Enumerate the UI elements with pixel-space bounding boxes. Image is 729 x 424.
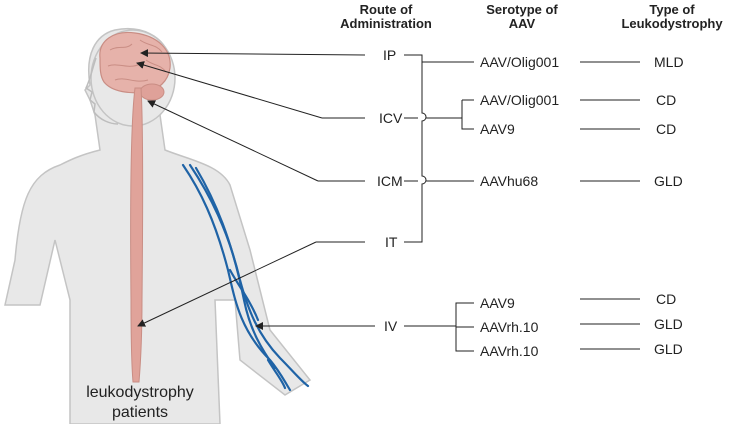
serotype-label: AAVrh.10 xyxy=(480,343,539,359)
spinal-cord xyxy=(130,87,144,383)
cerebellum xyxy=(139,83,165,101)
arrow-ip xyxy=(140,49,366,58)
disease-label: MLD xyxy=(654,54,684,70)
route-label: ICV xyxy=(379,110,403,126)
header-route-line2: Administration xyxy=(340,16,432,31)
face-profile xyxy=(85,57,119,125)
brain-folds xyxy=(107,39,167,82)
serotype-label: AAVhu68 xyxy=(480,173,539,189)
header-type-line2: Leukodystrophy xyxy=(621,16,723,31)
serotype-label: AAV9 xyxy=(480,295,515,311)
serotype-label: AAVrh.10 xyxy=(480,319,539,335)
arrow-it xyxy=(137,241,317,327)
disease-label: GLD xyxy=(654,316,683,332)
route-label: IT xyxy=(385,234,398,250)
disease-label: CD xyxy=(656,121,677,137)
route-label: IV xyxy=(384,318,398,334)
route-label: ICM xyxy=(377,173,403,189)
serotype-disease-lines xyxy=(580,61,640,350)
arm-veins xyxy=(181,163,310,392)
disease-label: GLD xyxy=(654,341,683,357)
caption-line2: patients xyxy=(111,404,169,421)
serotype-label: AAV/Olig001 xyxy=(480,54,560,70)
header-type: Type of Leukodystrophy xyxy=(618,3,726,31)
disease-label: CD xyxy=(656,291,677,307)
header-serotype-line1: Serotype of xyxy=(486,2,558,17)
header-type-line1: Type of xyxy=(649,2,695,17)
route-label: IP xyxy=(383,47,397,63)
caption-line1: leukodystrophy xyxy=(86,384,194,401)
header-route: Route of Administration xyxy=(328,3,444,31)
human-figure xyxy=(4,28,312,424)
header-serotype-line2: AAV xyxy=(508,16,536,31)
route-bracket xyxy=(404,54,474,243)
arrow-icv xyxy=(136,61,323,119)
arrow-icm xyxy=(147,100,319,182)
serotype-label: AAV9 xyxy=(480,121,515,137)
patients-caption: leukodystrophy patients xyxy=(60,383,220,423)
serotype-label: AAV/Olig001 xyxy=(480,92,560,108)
disease-label: CD xyxy=(656,92,677,108)
iv-bracket xyxy=(404,302,474,352)
disease-label: GLD xyxy=(654,173,683,189)
header-route-line1: Route of xyxy=(359,2,413,17)
header-serotype: Serotype of AAV xyxy=(474,3,570,31)
